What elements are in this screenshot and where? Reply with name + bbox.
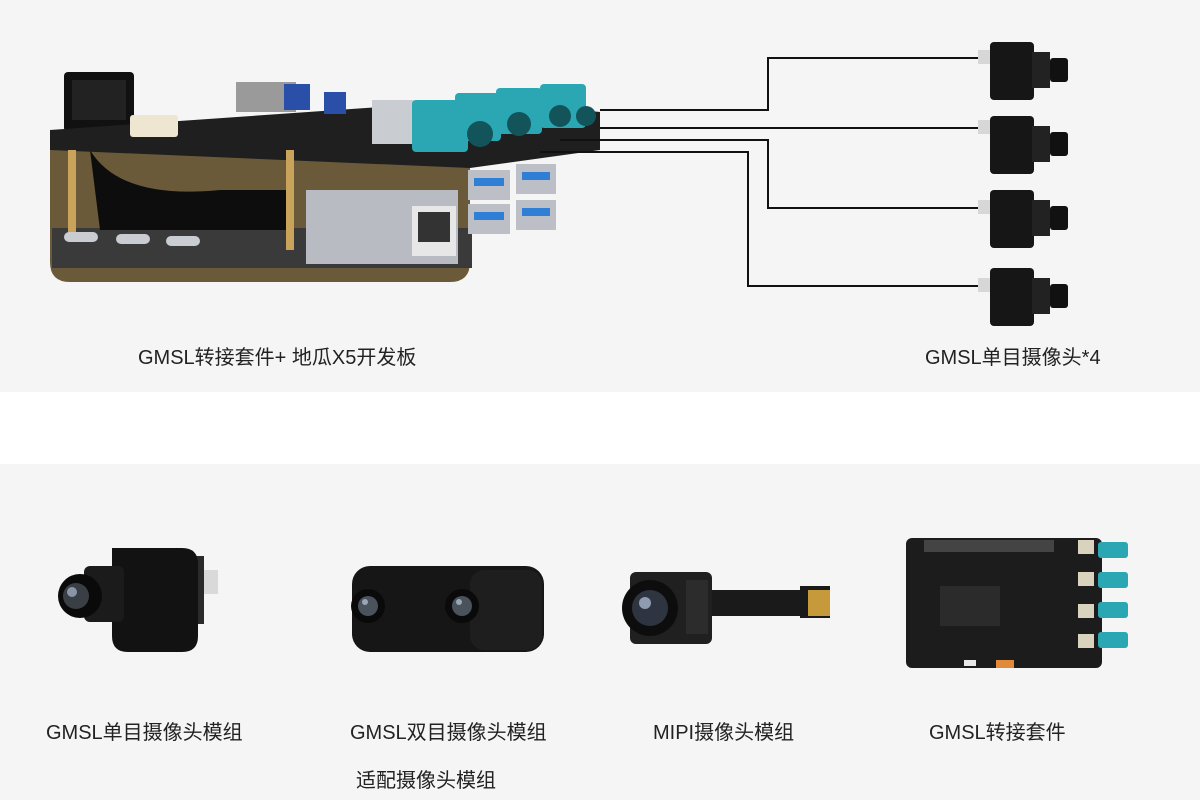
gmsl-mono-caption: GMSL单目摄像头模组	[46, 722, 243, 744]
gmsl-adapter-kit-image	[906, 538, 1128, 668]
camera-icon	[978, 42, 1068, 100]
gmsl-stereo-caption: GMSL双目摄像头模组	[350, 722, 547, 744]
gmsl-stereo-camera-image	[351, 566, 544, 652]
mipi-camera-image	[622, 572, 830, 644]
camera-icon	[978, 116, 1068, 174]
cameras-caption: GMSL单目摄像头*4	[925, 347, 1101, 369]
footer-label: 适配摄像头模组	[356, 770, 496, 792]
adapter-kit-caption: GMSL转接套件	[929, 722, 1066, 744]
gmsl-mono-camera-image	[58, 548, 218, 652]
camera-icon	[978, 190, 1068, 248]
kit-caption: GMSL转接套件+ 地瓜X5开发板	[138, 347, 417, 369]
mipi-caption: MIPI摄像头模组	[653, 722, 795, 744]
camera-icon	[978, 268, 1068, 326]
gmsl-cables	[540, 57, 980, 287]
x5-dev-board-image	[50, 72, 600, 282]
camera-stack	[978, 42, 1068, 326]
